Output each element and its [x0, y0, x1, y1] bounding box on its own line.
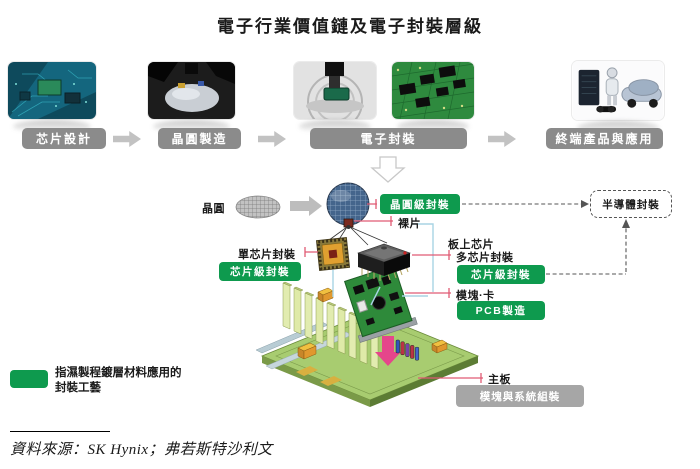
stage-electronic-packaging: 電子封裝: [310, 128, 467, 149]
source-divider: [10, 431, 110, 432]
chip-level-packaging-box-left: 芯片級封裝: [219, 262, 301, 281]
right-arrow-icon: [258, 131, 286, 147]
packaging-press-photo: [294, 62, 376, 133]
module-card-graphic: [343, 264, 418, 343]
motherboard-label: 主板: [488, 374, 511, 386]
wafer-machine-graphic: [148, 62, 235, 119]
wafer-machine-image: [148, 62, 235, 119]
chip-on-board-label: 板上芯片: [448, 239, 494, 251]
chip-press-graphic: [294, 62, 376, 119]
stage-label: 晶圓製造: [171, 132, 228, 146]
stage-label: 電子封裝: [360, 132, 417, 146]
stage-wafer-manufacturing: 晶圓製造: [158, 128, 241, 149]
dashed-arrowhead-up: [622, 219, 630, 228]
dip-chip-graphic: [357, 243, 411, 281]
wafer-circle: [326, 182, 370, 228]
legend-text: 指濕製程鍍層材料應用的 封裝工藝: [55, 366, 182, 395]
module-system-assembly-box: 模塊與系統組裝: [456, 385, 584, 407]
stage-label: 芯片設計: [35, 132, 92, 146]
single-chip-packaging-label: 單芯片封裝: [238, 249, 296, 261]
pcb-graphic: [392, 62, 474, 119]
legend-line-2: 封裝工藝: [55, 381, 101, 394]
legend-line-1: 指濕製程鍍層材料應用的: [55, 367, 182, 379]
qfp-chip-graphic: [315, 236, 351, 272]
stage-label: 終端產品與應用: [555, 132, 654, 146]
wafer-label: 晶圓: [202, 203, 225, 215]
blue-connector-lines: [332, 223, 434, 306]
bare-die-label: 裸片: [398, 218, 421, 230]
pcb-image: [392, 62, 474, 119]
down-arrow-icon: [370, 156, 406, 183]
right-arrow-icon: [290, 196, 322, 216]
source-text: 資料來源：SK Hynix；弗若斯特沙利文: [10, 442, 273, 458]
die-fan-lines: [324, 224, 388, 246]
end-products-photo: [572, 61, 664, 134]
stage-end-products: 終端產品與應用: [546, 128, 663, 149]
end-products-graphic: [572, 61, 664, 120]
end-products-image: [572, 61, 664, 120]
circuit-board-graphic: [8, 62, 96, 119]
module-card-label: 模塊·卡: [456, 290, 495, 302]
chip-design-photo: [8, 62, 96, 133]
stage-chip-design: 芯片設計: [22, 128, 106, 149]
wafer-fab-photo: [148, 62, 235, 133]
assembly-illustration: [255, 264, 480, 407]
pcb-manufacturing-box: PCB製造: [457, 301, 545, 320]
dashed-arrowhead-right: [581, 200, 589, 208]
circuit-board-image: [8, 62, 96, 119]
legend-green-swatch: [10, 370, 48, 388]
right-arrow-icon: [113, 131, 141, 147]
semiconductor-packaging-box: 半導體封裝: [590, 190, 672, 218]
chip-level-packaging-box-right: 芯片級封裝: [457, 265, 545, 284]
wafer-ellipse: [235, 195, 281, 219]
wafer-level-packaging-box: 晶圓級封裝: [380, 194, 460, 214]
pcb-photo: [392, 62, 474, 133]
right-arrow-icon: [488, 131, 516, 147]
chip-press-image: [294, 62, 376, 119]
multi-chip-packaging-label: 多芯片封裝: [456, 252, 514, 264]
page-title: 電子行業價值鏈及電子封裝層級: [217, 17, 483, 36]
